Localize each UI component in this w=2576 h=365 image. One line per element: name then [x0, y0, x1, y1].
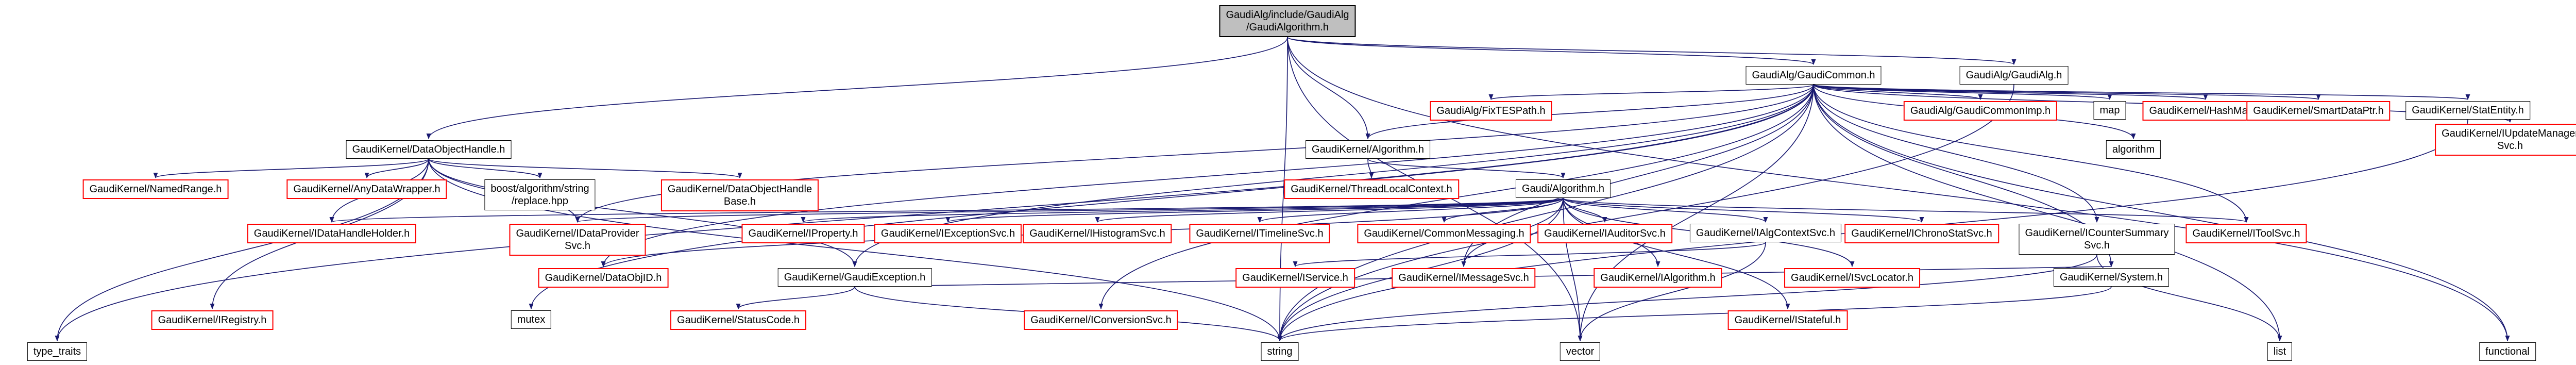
- graph-edge: [1277, 254, 2097, 341]
- graph-edge: [1277, 84, 2014, 341]
- graph-edge: [1578, 242, 1766, 341]
- graph-edge: [1563, 197, 1790, 309]
- graph-node-gaudi-algorithm-h[interactable]: Gaudi/Algorithm.h: [1515, 179, 1611, 198]
- graph-node-gaudikernel-itimelinesvc-h[interactable]: GaudiKernel/ITimelineSvc.h: [1189, 224, 1330, 243]
- graph-edge: [1293, 242, 1766, 267]
- graph-node-gaudikernel-statuscode-h[interactable]: GaudiKernel/StatusCode.h: [670, 310, 806, 330]
- graph-node-gaudikernel-dataobjecthandle-h[interactable]: GaudiKernel/DataObjectHandle.h: [346, 140, 512, 159]
- graph-node-gaudikernel-iexceptionsvc-h[interactable]: GaudiKernel/IExceptionSvc.h: [874, 224, 1022, 243]
- graph-edge: [1365, 84, 1814, 139]
- graph-node-list: list: [2267, 342, 2293, 361]
- graph-node-gaudialg-gaudicommon-h[interactable]: GaudiAlg/GaudiCommon.h: [1745, 66, 1882, 85]
- graph-node-gaudikernel-namedrange-h[interactable]: GaudiKernel/NamedRange.h: [82, 179, 229, 199]
- graph-edge: [1813, 84, 1983, 100]
- graph-node-gaudikernel-ichronostatsvc-h[interactable]: GaudiKernel/IChronoStatSvc.h: [1844, 224, 1999, 243]
- graph-edge: [736, 286, 855, 309]
- graph-node-gaudikernel-isvclocator-h[interactable]: GaudiKernel/ISvcLocator.h: [1784, 268, 1920, 288]
- graph-edge: [946, 197, 1564, 223]
- graph-edge: [428, 158, 857, 267]
- graph-edge: [1563, 197, 1924, 223]
- graph-node-gaudikernel-iproperty-h[interactable]: GaudiKernel/IProperty.h: [741, 224, 865, 243]
- graph-edge: [364, 158, 429, 178]
- graph-edge: [1367, 158, 1374, 178]
- graph-edge: [801, 197, 1564, 223]
- graph-node-type-traits: type_traits: [27, 342, 88, 361]
- graph-node-gaudikernel-idatahandleholder-h[interactable]: GaudiKernel/IDataHandleHolder.h: [247, 224, 417, 243]
- graph-node-gaudialg-gaudialg-h[interactable]: GaudiAlg/GaudiAlg.h: [1959, 66, 2069, 85]
- graph-edge: [1813, 84, 2320, 100]
- graph-edge: [1813, 84, 2470, 100]
- graph-edge: [529, 84, 1814, 309]
- graph-edge: [575, 197, 1564, 223]
- graph-node-algorithm: algorithm: [2106, 140, 2161, 159]
- graph-edge: [1367, 158, 1566, 178]
- graph-edge: [1813, 84, 2208, 100]
- graph-edge: [1095, 197, 1564, 223]
- graph-node-gaudikernel-iupdatemanager-svc-h[interactable]: GaudiKernel/IUpdateManager Svc.h: [2435, 124, 2576, 156]
- graph-node-string: string: [1261, 342, 1299, 361]
- graph-node-gaudikernel-istateful-h[interactable]: GaudiKernel/IStateful.h: [1727, 310, 1848, 330]
- graph-node-gaudikernel-itoolsvc-h[interactable]: GaudiKernel/IToolSvc.h: [2185, 224, 2307, 243]
- graph-edge: [1488, 84, 1814, 100]
- graph-edge: [1578, 84, 1814, 341]
- graph-edge: [428, 158, 742, 178]
- graph-edge: [1813, 84, 2099, 223]
- graph-node-gaudikernel-idataprovider-svc-h[interactable]: GaudiKernel/IDataProvider Svc.h: [509, 224, 646, 256]
- graph-edge: [426, 37, 1288, 139]
- graph-node-gaudialg-include-gaudialg-gaudialgorithm-h: GaudiAlg/include/GaudiAlg /GaudiAlgorith…: [1219, 5, 1356, 37]
- graph-node-boost-algorithm-string-replace-hpp: boost/algorithm/string /replace.hpp: [484, 179, 596, 210]
- graph-node-gaudialg-fixtespath-h[interactable]: GaudiAlg/FixTESPath.h: [1430, 101, 1552, 121]
- graph-node-gaudikernel-hashmap-h[interactable]: GaudiKernel/HashMap.h: [2142, 101, 2269, 121]
- graph-edge: [1813, 84, 2112, 100]
- graph-edge: [1813, 84, 2249, 223]
- graph-edge: [330, 197, 1564, 223]
- graph-node-vector: vector: [1560, 342, 1601, 361]
- graph-node-gaudikernel-ialgcontextsvc-h[interactable]: GaudiKernel/IAlgContextSvc.h: [1689, 224, 1842, 242]
- graph-node-gaudikernel-iconversionsvc-h[interactable]: GaudiKernel/IConversionSvc.h: [1024, 310, 1178, 330]
- graph-node-gaudikernel-system-h[interactable]: GaudiKernel/System.h: [2053, 268, 2170, 287]
- graph-node-gaudikernel-dataobjid-h[interactable]: GaudiKernel/DataObjID.h: [538, 268, 669, 288]
- graph-node-gaudikernel-gaudiexception-h[interactable]: GaudiKernel/GaudiException.h: [777, 268, 932, 287]
- graph-node-gaudikernel-smartdataptr-h[interactable]: GaudiKernel/SmartDataPtr.h: [2246, 101, 2391, 121]
- graph-node-gaudikernel-ialgorithm-h[interactable]: GaudiKernel/IAlgorithm.h: [1594, 268, 1722, 288]
- graph-edge: [1287, 37, 1370, 139]
- graph-edge: [1813, 84, 2510, 341]
- graph-edge: [55, 84, 1814, 341]
- graph-edge: [1813, 84, 2282, 341]
- graph-node-gaudikernel-anydatawrapper-h[interactable]: GaudiKernel/AnyDataWrapper.h: [286, 179, 447, 199]
- graph-edge: [1287, 37, 2510, 341]
- graph-node-gaudikernel-ihistogramsvc-h[interactable]: GaudiKernel/IHistogramSvc.h: [1023, 224, 1172, 243]
- graph-node-gaudikernel-dataobjecthandle-base-h[interactable]: GaudiKernel/DataObjectHandle Base.h: [660, 179, 819, 211]
- graph-edge: [153, 158, 429, 178]
- graph-edge: [428, 158, 543, 178]
- graph-node-gaudikernel-statentity-h[interactable]: GaudiKernel/StatEntity.h: [2405, 101, 2530, 120]
- graph-edge: [1257, 197, 1564, 223]
- graph-node-gaudikernel-iservice-h[interactable]: GaudiKernel/IService.h: [1235, 268, 1355, 288]
- graph-node-gaudikernel-iauditorsvc-h[interactable]: GaudiKernel/IAuditorSvc.h: [1537, 224, 1672, 243]
- graph-node-map: map: [2093, 101, 2126, 120]
- graph-node-gaudikernel-imessagesvc-h[interactable]: GaudiKernel/IMessageSvc.h: [1392, 268, 1536, 288]
- graph-node-gaudikernel-threadlocalcontext-h[interactable]: GaudiKernel/ThreadLocalContext.h: [1284, 179, 1459, 199]
- graph-edge: [1563, 197, 1583, 341]
- graph-edge: [1563, 197, 2248, 223]
- graph-edge: [1277, 286, 2112, 341]
- graph-edge: [1287, 37, 1816, 65]
- graph-node-gaudikernel-algorithm-h[interactable]: GaudiKernel/Algorithm.h: [1306, 140, 1430, 159]
- graph-edge: [428, 158, 1282, 341]
- graph-node-gaudikernel-iregistry-h[interactable]: GaudiKernel/IRegistry.h: [151, 310, 274, 330]
- graph-node-functional: functional: [2479, 342, 2536, 361]
- graph-edge: [1287, 37, 2016, 65]
- graph-node-mutex: mutex: [511, 310, 552, 329]
- graph-node-gaudikernel-commonmessaging-h[interactable]: GaudiKernel/CommonMessaging.h: [1357, 224, 1531, 243]
- graph-edge: [1563, 197, 1768, 223]
- graph-node-gaudikernel-icountersummary-svc-h[interactable]: GaudiKernel/ICounterSummary Svc.h: [2019, 224, 2175, 255]
- graph-node-gaudialg-gaudicommonimp-h[interactable]: GaudiAlg/GaudiCommonImp.h: [1903, 101, 2058, 121]
- graph-edge: [575, 84, 1814, 223]
- graph-edge: [1277, 84, 1814, 341]
